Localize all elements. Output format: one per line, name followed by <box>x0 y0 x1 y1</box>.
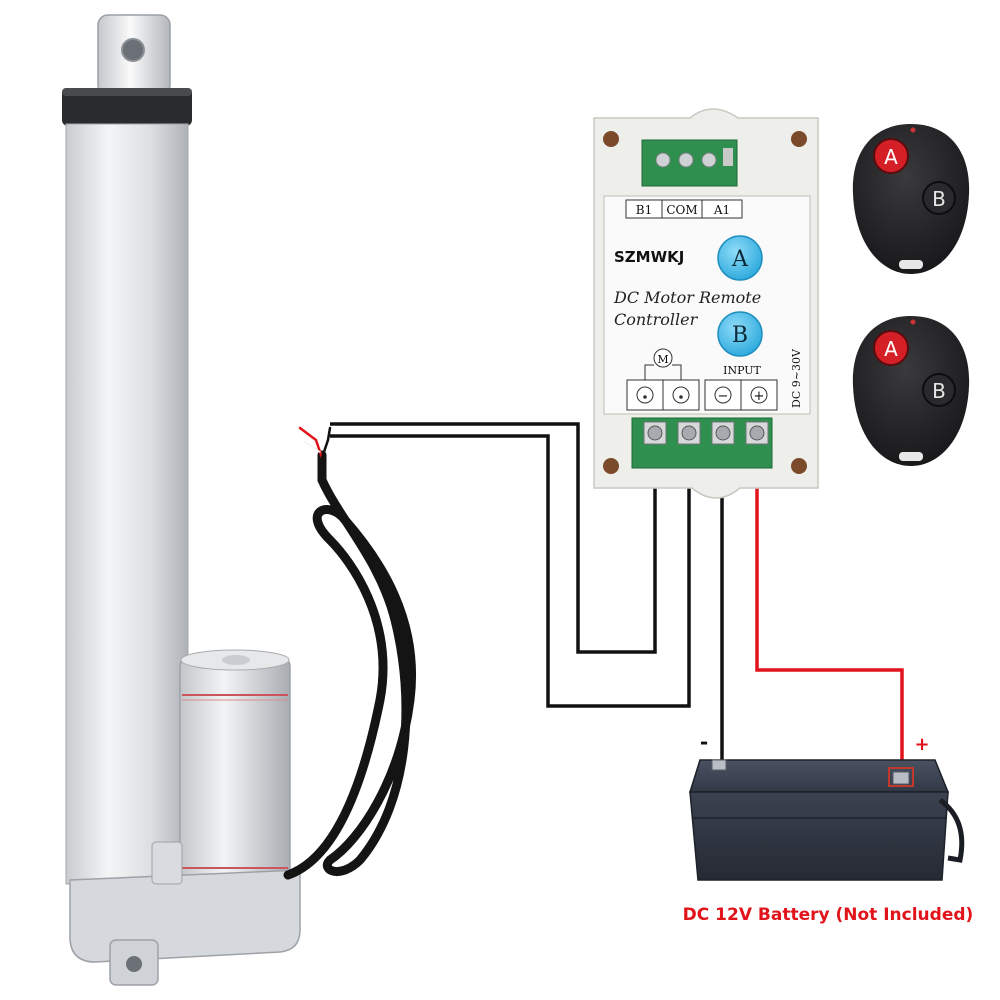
remote-button-a-label: A <box>884 337 898 361</box>
battery-positive-wire <box>755 445 904 782</box>
rod-mount-hole <box>121 38 145 62</box>
motor-symbol-icon <box>653 348 673 368</box>
led-indicator-icon <box>910 319 916 325</box>
button-a-icon <box>717 235 763 281</box>
plus-terminal-label: + <box>754 389 765 404</box>
minus-terminal-icon <box>714 386 732 404</box>
mount-hole <box>791 131 807 147</box>
led-indicator-icon <box>910 127 916 133</box>
mount-hole <box>603 458 619 474</box>
mount-hole <box>603 131 619 147</box>
battery: - + <box>688 730 965 881</box>
motor-terminal-icon <box>636 386 654 404</box>
voltage-label: DC 9~30V <box>790 348 803 408</box>
remote-button-b-label: B <box>932 379 946 403</box>
remote-button-b-label: B <box>932 187 946 211</box>
battery-positive-terminal <box>892 771 910 785</box>
rear-mount-hole <box>126 956 142 972</box>
battery-caption: DC 12V Battery (Not Included) <box>683 905 974 925</box>
remote-controller-module: B1 COM A1 SZMWKJ A DC Motor Remote Contr… <box>593 108 819 499</box>
button-a-label: A <box>731 247 749 272</box>
remote-button-b-icon <box>922 181 956 215</box>
minus-terminal-label: − <box>718 389 729 404</box>
actuator-motor <box>179 654 291 896</box>
remote-fob-2: A B <box>852 316 970 466</box>
button-b-icon <box>717 311 763 357</box>
controller-title-line1: DC Motor Remote <box>613 288 761 307</box>
battery-minus-mark: - <box>700 730 708 754</box>
terminal-label-a1: A1 <box>713 203 730 217</box>
plus-terminal-icon <box>750 386 768 404</box>
gear-housing <box>69 869 301 963</box>
battery-handle <box>938 797 965 863</box>
actuator-collar <box>62 88 192 126</box>
remote-button-a-label: A <box>884 145 898 169</box>
keyring-slot <box>899 452 923 461</box>
input-label: INPUT <box>723 364 761 377</box>
cable-leads <box>298 426 332 460</box>
remote-button-a-icon <box>873 330 909 366</box>
motor-wire-2 <box>330 434 691 708</box>
brand-label: SZMWKJ <box>614 248 684 266</box>
remote-button-b-icon <box>922 373 956 407</box>
remote-fob-1: A B <box>852 124 970 274</box>
battery-body <box>689 791 949 881</box>
controller-label-panel <box>603 195 811 415</box>
motor-wire-1 <box>330 422 657 654</box>
mount-hole <box>791 458 807 474</box>
button-b-label: B <box>732 323 748 348</box>
terminal-label-com: COM <box>666 203 697 217</box>
keyring-slot <box>899 260 923 269</box>
terminal-label-b1: B1 <box>636 203 652 217</box>
controller-title-line2: Controller <box>614 310 699 329</box>
battery-plus-mark: + <box>914 734 929 755</box>
actuator-cable <box>283 450 416 880</box>
remote-button-a-icon <box>873 138 909 174</box>
motor-terminal-icon <box>672 386 690 404</box>
linear-actuator <box>62 14 301 986</box>
actuator-tube <box>65 123 189 885</box>
battery-negative-terminal <box>711 759 727 771</box>
motor-symbol-label: M <box>657 353 668 366</box>
